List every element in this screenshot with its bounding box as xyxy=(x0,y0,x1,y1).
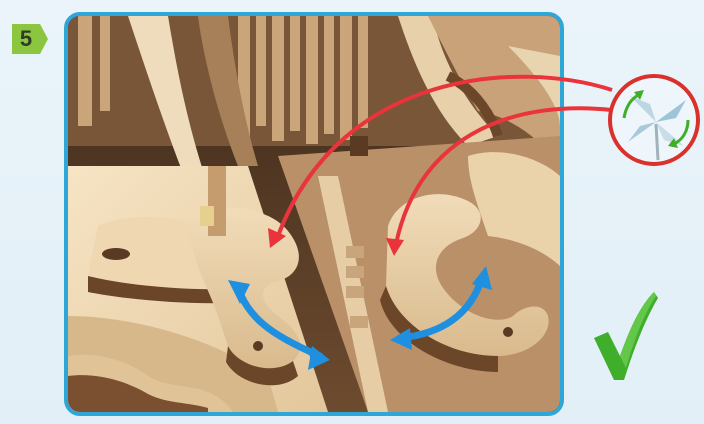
step-number: 5 xyxy=(10,22,42,56)
wooden-mechanism-illustration xyxy=(68,16,560,412)
assembly-photo xyxy=(64,12,564,416)
pinwheel-icon xyxy=(624,90,688,160)
step-badge: 5 xyxy=(10,22,50,56)
checkmark-icon xyxy=(590,288,660,384)
pinwheel-callout xyxy=(610,76,698,164)
